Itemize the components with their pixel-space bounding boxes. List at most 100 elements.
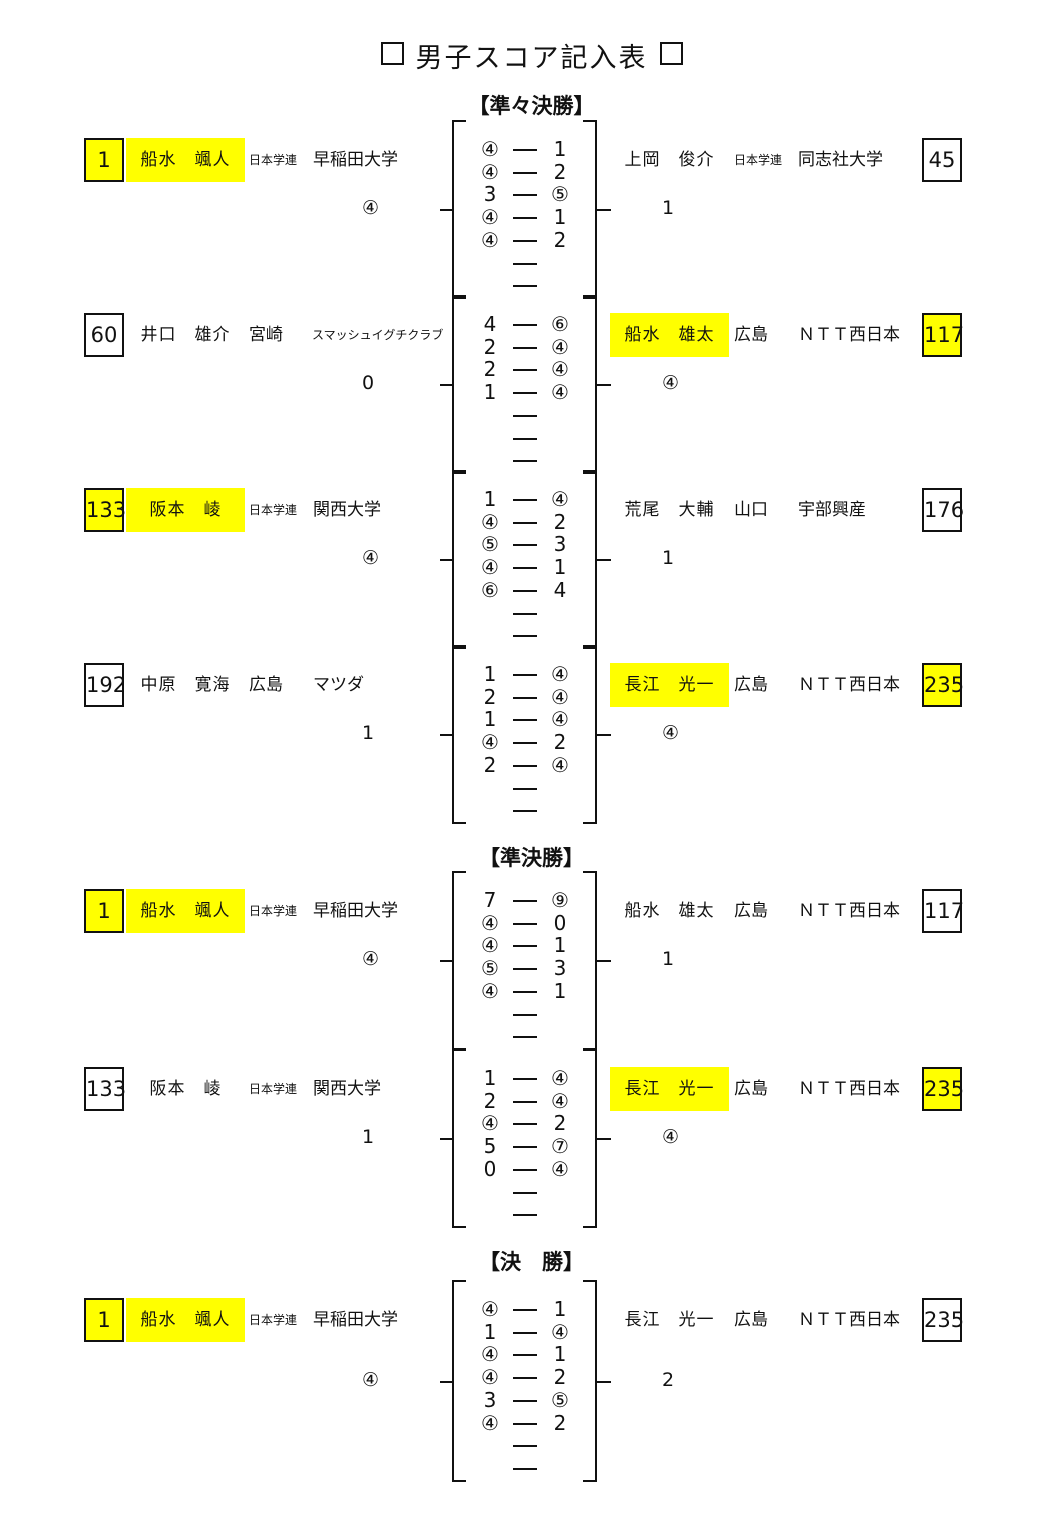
game-score-row: 4 ⑥ [479,313,579,335]
game-score-right: ④ [551,707,569,732]
game-score-left: ④ [481,978,499,1003]
bracket-right [583,295,597,474]
bracket-left [452,1280,466,1482]
game-score-left: 0 [483,1156,497,1181]
game-score-right: ④ [551,1319,569,1344]
seed-left: 60 [84,313,124,357]
score-dash [513,460,537,463]
page-title: 男子スコア記入表 [0,36,1063,75]
games-won-left: ④ [362,1368,380,1391]
team-right: 宇部興産 [798,500,866,520]
games-won-right: ④ [662,1126,680,1149]
score-dash [513,787,537,790]
score-dash [513,1214,537,1217]
game-score-row: ④ 2 [479,1366,579,1388]
score-dash [513,990,537,993]
score-dash [513,499,537,501]
game-score-left: ④ [481,730,499,755]
score-dash [513,1078,537,1080]
game-score-left: 1 [483,662,497,686]
square-icon [659,42,683,65]
game-score-left: ④ [481,1365,499,1390]
bracket-point-left [440,734,454,737]
game-score-row: 3 ⑤ [479,183,579,205]
score-dash [513,324,537,326]
score-dash [513,589,537,592]
game-score-row: 5 ⑦ [479,1135,579,1157]
game-score-left: 3 [483,1387,497,1412]
score-dash [513,742,537,745]
game-score-row: ④ 2 [479,511,579,533]
bracket-point-left [440,1138,454,1141]
game-score-row: ④ 1 [479,206,579,228]
game-score-right: ④ [551,752,569,777]
game-score-row [479,1434,579,1456]
bracket-point-right [597,1138,611,1141]
score-dash [513,1013,537,1016]
score-dash [513,392,537,395]
team-right: ＮＴＴ西日本 [798,675,900,695]
game-score-row: 2 ④ [479,754,579,776]
game-score-row: ⑥ 4 [479,579,579,601]
game-score-left: 2 [483,752,497,777]
game-score-row: ④ 2 [479,229,579,251]
game-score-row: ④ 2 [479,1412,579,1434]
player-name-right: 長江 光一 [610,1067,729,1111]
game-score-row: 1 ④ [479,1067,579,1089]
score-dash [513,968,537,971]
game-score-right: ④ [551,684,569,709]
game-score-row: ④ 1 [479,934,579,956]
score-dash [513,437,537,440]
region-left: 日本学連 [249,1082,298,1096]
team-right: ＮＴＴ西日本 [798,1079,900,1099]
games-won-right: ④ [662,722,680,745]
game-score-left: 1 [483,487,497,511]
seed-right: 235 [922,1067,964,1111]
game-score-right: ④ [551,1156,569,1181]
score-dash [513,1123,537,1126]
game-score-row [479,1003,579,1025]
game-score-right: 2 [553,509,567,534]
bracket-right [583,470,597,649]
bracket-point-left [440,1380,454,1383]
score-dash [513,612,537,615]
score-dash [513,567,537,570]
games-won-right: 1 [662,547,675,570]
game-score-left: 2 [483,684,497,709]
game-score-left: 2 [483,357,497,382]
game-score-right: 1 [553,1342,567,1367]
seed-right: 117 [922,313,964,357]
seed-left: 1 [84,138,124,182]
game-score-left: 2 [483,1088,497,1113]
games-won-right: ④ [662,372,680,395]
game-score-right: 3 [553,532,567,557]
player-name-right: 上岡 俊介 [624,150,715,170]
game-score-right: 2 [553,227,567,252]
game-score-left: ④ [481,137,499,161]
seed-right: 235 [922,1298,964,1342]
score-dash [513,1331,537,1334]
game-score-left: ④ [481,910,499,935]
player-name-left: 阪本 崚 [149,1079,222,1099]
bracket-point-left [440,209,454,212]
score-dash [513,674,537,676]
game-score-row: 2 ④ [479,1090,579,1112]
bracket-point-right [597,734,611,737]
game-score-row [479,1203,579,1225]
game-score-row: 1 ④ [479,488,579,510]
game-score-row: ④ 0 [479,912,579,934]
game-score-left: 3 [483,182,497,207]
game-score-right: ④ [551,1066,569,1090]
score-dash [513,194,537,197]
team-right: ＮＴＴ西日本 [798,325,900,345]
game-score-row [479,427,579,449]
square-icon [380,42,404,65]
region-right: 広島 [734,325,768,345]
score-dash [513,217,537,220]
game-score-right: 1 [553,137,567,161]
score-dash [513,239,537,242]
seed-right: 235 [922,663,964,707]
game-score-right: 1 [553,555,567,580]
region-left: 宮崎 [249,325,283,345]
score-dash [513,171,537,174]
